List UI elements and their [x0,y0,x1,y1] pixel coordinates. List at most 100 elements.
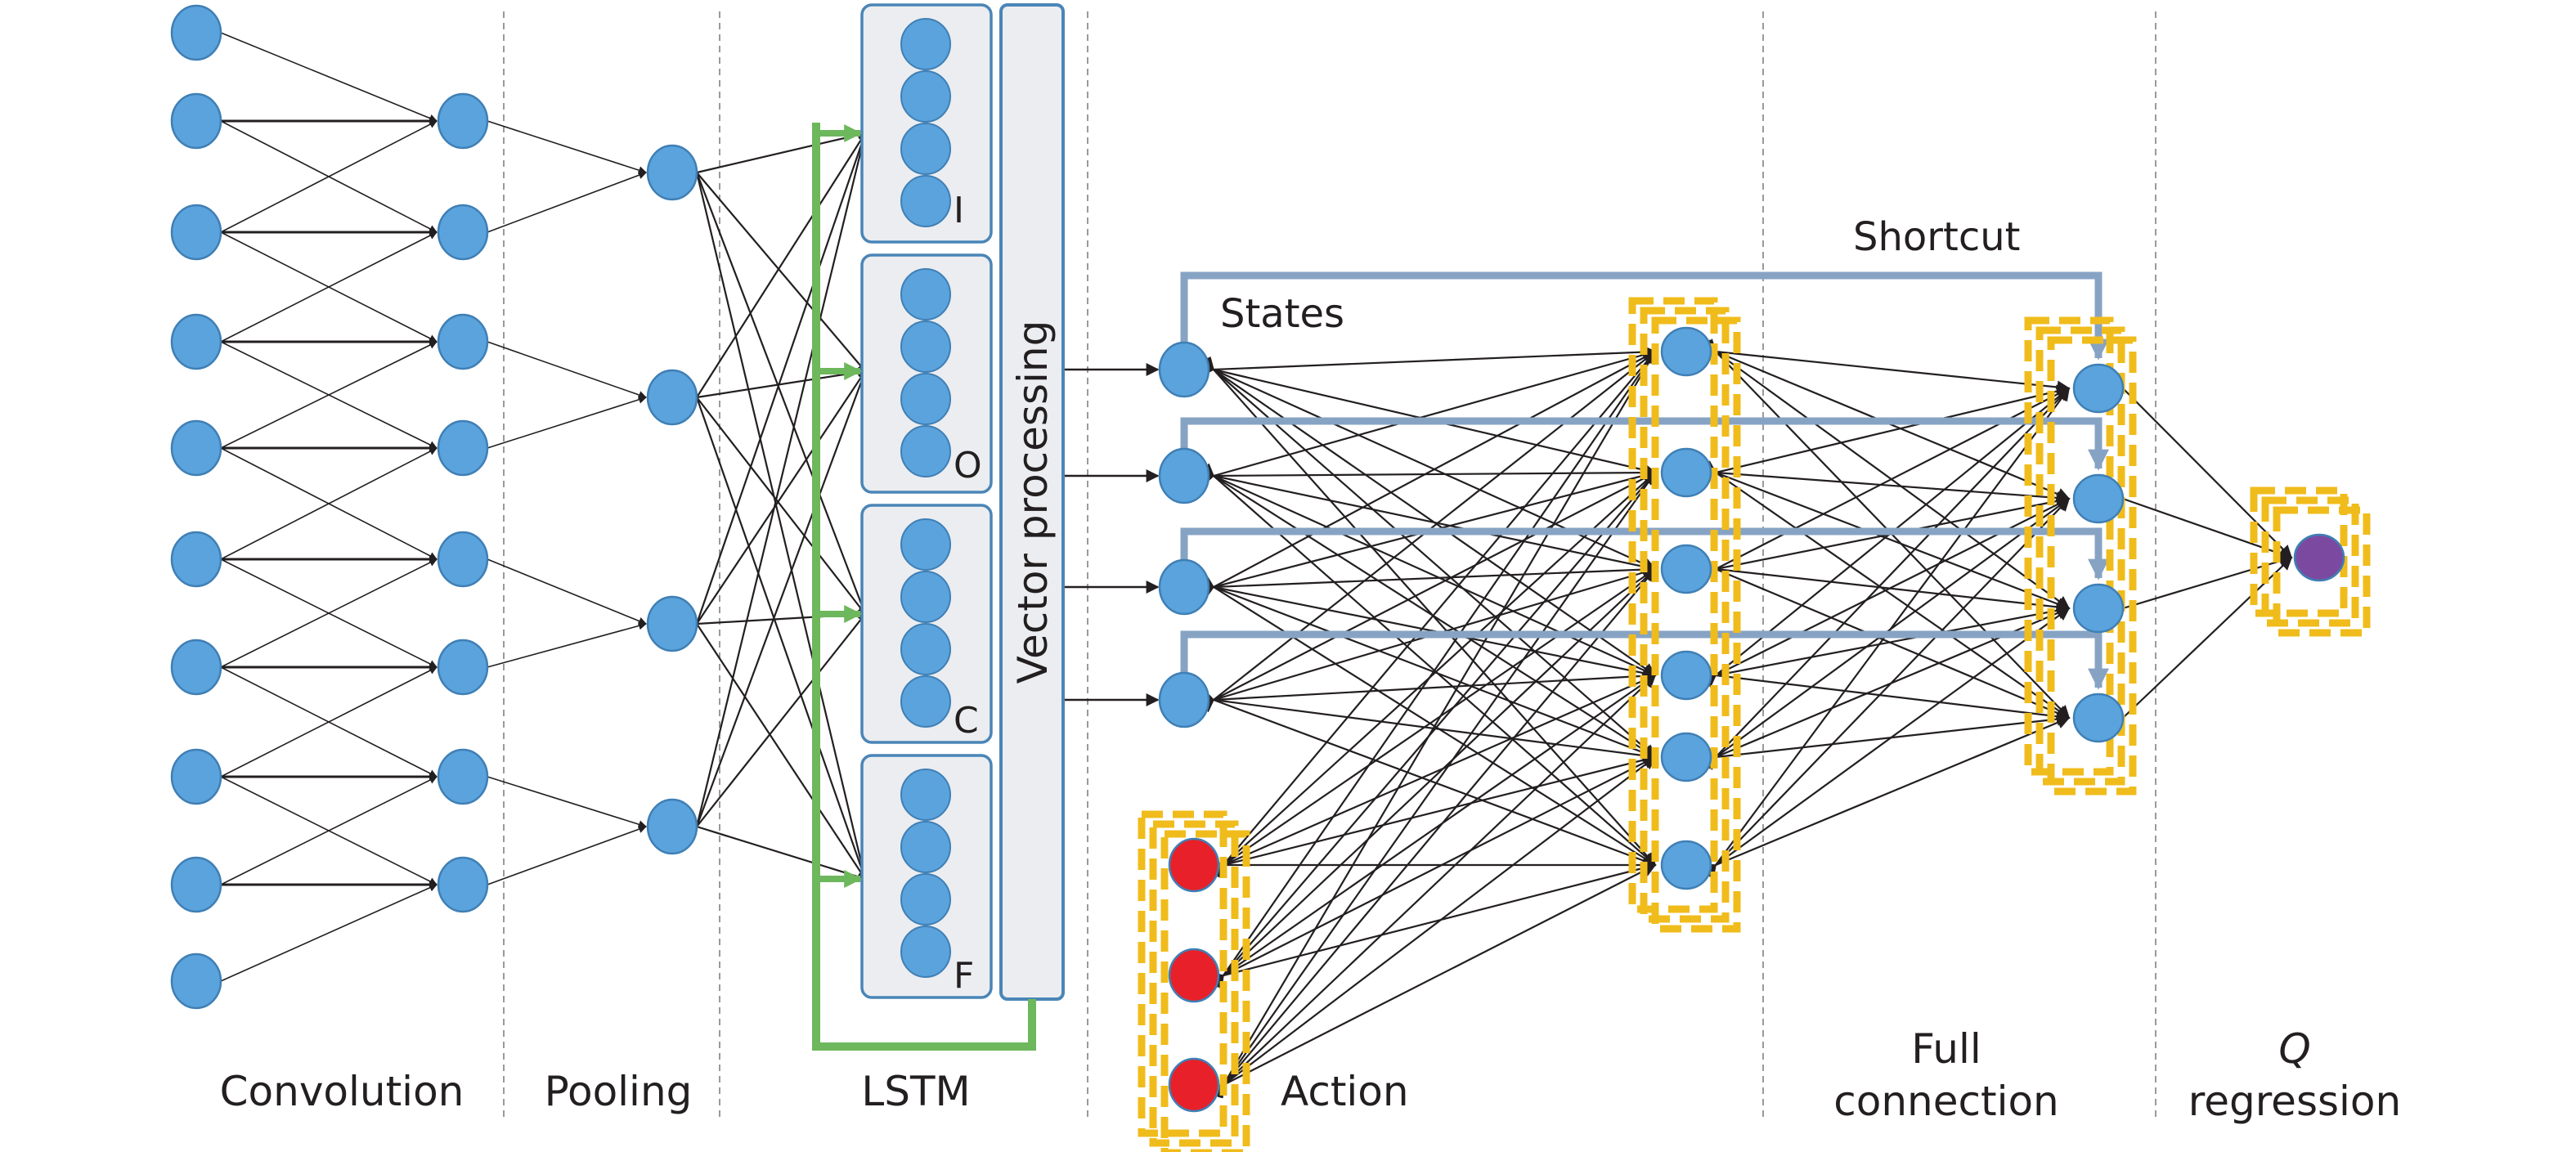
hidden-node [1660,326,1712,377]
highlight-dashed-border [2047,336,2137,796]
hidden-fc-edge [1702,558,2071,719]
fc-q-edge [2122,388,2293,559]
lstm-input-edge [696,370,866,625]
gate-unit-node [900,623,951,675]
state-hidden-edge [1201,669,1657,707]
convolution-node [437,313,489,370]
lstm-gate-c [860,504,993,744]
input-node [170,92,222,150]
lstm-input-edge [695,132,867,625]
section-separators [503,11,2156,1122]
input-node [170,748,222,805]
hidden-fc-edge [1703,603,2071,684]
input-node [170,639,222,696]
gate-unit-node [900,821,951,873]
gate-unit-node [900,373,951,425]
pool-edge [487,395,647,449]
full-connection-node [2072,693,2125,743]
lstm-gate-i [860,3,993,244]
gate-unit-node [900,926,951,978]
lstm-input-edge [696,623,866,880]
state-hidden-edge [1200,356,1657,759]
action-node [1168,837,1220,893]
action-hidden-edge [1211,471,1656,1099]
gate-label-o: O [954,445,982,486]
q-regression-label-line1: Q [2278,1025,2310,1073]
highlight-dashed-border [1160,830,1250,1152]
action-node [1168,948,1220,1003]
gate-unit-node [900,320,951,373]
hidden-fc-edge [1702,339,2071,609]
gate-unit-node [900,675,951,728]
connections [220,32,2293,1099]
lstm-input-edge [696,368,866,399]
fc-highlight-box [2024,316,2137,796]
gate-unit-node [900,571,951,623]
hidden-node [1660,840,1712,890]
highlight-dashed-border [1149,820,1239,1147]
conv-edge [220,884,438,982]
gate-unit-node [900,70,951,123]
hidden-fc-edge [1702,716,2071,876]
labels: States Shortcut I O C F Convolution Pool… [220,190,2402,1125]
convolution-node [437,419,489,477]
pooling-node [646,798,698,855]
state-hidden-edge [1200,351,1657,598]
highlight-dashed-border [1628,297,1718,913]
action-label: Action [1281,1068,1409,1115]
convolution-node [437,639,489,696]
hidden-fc-edge [1703,387,2071,770]
states-label: States [1220,291,1344,337]
conv-edge [220,666,438,778]
full-connection-node [2072,473,2125,524]
action-hidden-edge [1210,567,1657,1099]
input-node [170,204,222,261]
full-connection-node [2072,583,2125,634]
action-hidden-edge [1209,864,1657,1096]
gate-unit-node [900,769,951,821]
gate-unit-node [900,123,951,175]
hidden-node [1660,650,1712,701]
lstm-input-edge [695,397,867,880]
gate-label-f: F [954,955,974,997]
vector-processing-box: Vector processing [999,3,1065,1001]
action-node [1168,1057,1220,1113]
convolution-node [437,531,489,588]
lstm-input-edge [696,131,866,174]
pool-edge [487,776,647,829]
action-hidden-edge [1209,756,1657,987]
full-connection-label-line1: Full [1911,1025,1981,1073]
pooling-node [646,144,698,201]
action-highlight-box [1138,810,1250,1152]
full-connection-label-line2: connection [1833,1078,2059,1125]
action-hidden-edge [1209,674,1657,876]
gate-unit-node [900,268,951,320]
highlight-dashed-border [2024,316,2114,776]
lstm-feedback-loop [812,123,1036,1051]
action-hidden-edge [1209,675,1657,988]
hidden-highlight-box [1628,297,1741,933]
conv-edge [220,120,438,233]
pool-edge [487,558,647,625]
highlight-dashed-border [1651,316,1741,933]
highlight-dashed-border [2250,486,2348,617]
convolution-label: Convolution [220,1068,464,1115]
lstm-label: LSTM [861,1068,970,1115]
lstm-input-edge [696,132,866,398]
input-node [170,531,222,588]
gate-unit-node [900,518,951,571]
conv-edge [220,231,438,343]
action-hidden-edge [1210,674,1657,1098]
gate-label-c: C [954,700,979,742]
hidden-fc-edge [1703,343,2071,394]
highlight-dashed-border [1138,810,1227,1137]
lstm-input-edge [695,370,867,827]
input-node [170,313,222,370]
lstm-input-edge [696,172,866,372]
gate-unit-node [900,425,951,477]
q-highlight-box [2250,486,2371,637]
state-node [1158,447,1210,504]
hidden-node [1660,732,1712,782]
lstm-input-edge [695,172,868,880]
lstm-input-edge [695,132,868,827]
